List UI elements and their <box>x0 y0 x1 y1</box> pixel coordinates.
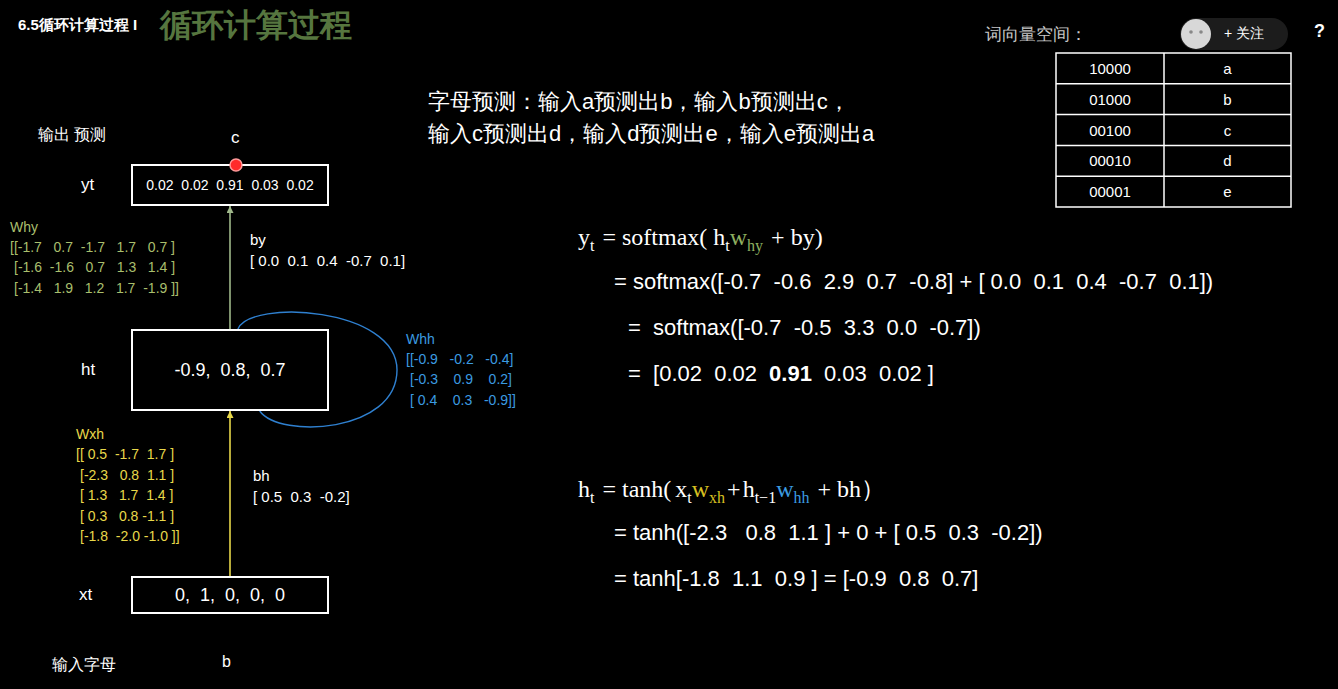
equation-term: = tanh([-2.3 0.8 1.1 ] + 0 + [ 0.5 0.3 -… <box>614 520 1043 545</box>
bias-name: bh <box>253 467 270 485</box>
matrix-row: [-1.4 1.9 1.2 1.7 -1.9 ]] <box>14 280 179 297</box>
help-icon: ? <box>1314 21 1325 43</box>
slide-heading: 循环计算过程 <box>160 6 352 44</box>
flow-arrow <box>229 206 231 329</box>
equation-subscript: t <box>725 237 729 254</box>
equation-term: = tanh( <box>602 476 671 502</box>
equation-line: = [0.02 0.02 0.91 0.03 0.02 ] <box>628 360 934 389</box>
equation-line: = softmax([-0.7 -0.6 2.9 0.7 -0.8] + [ 0… <box>614 268 1213 297</box>
equation-term: 0.03 0.02 ] <box>824 361 934 386</box>
equation-term: + by) <box>771 224 823 250</box>
input-caption: 输入字母 <box>52 655 116 674</box>
equation-term: x <box>675 476 687 502</box>
avatar-eye <box>1199 30 1203 34</box>
equation-line: = softmax([-0.7 -0.5 3.3 0.0 -0.7]) <box>628 314 981 343</box>
equation-subscript: t <box>590 237 594 254</box>
equation-term: + <box>727 476 741 502</box>
table-cell: 01000 <box>1058 86 1162 113</box>
vector-box: xt0, 1, 0, 0, 0 <box>131 576 329 614</box>
equation-term: + bh） <box>817 476 885 502</box>
bias-vector: [ 0.0 0.1 0.4 -0.7 0.1] <box>250 252 405 270</box>
equation-term: = softmax( <box>602 224 707 250</box>
matrix-row: [ 0.4 0.3 -0.9]] <box>410 392 516 409</box>
equation-term: w <box>730 224 747 250</box>
equation-term: = tanh[-1.8 1.1 0.9 ] = [-0.9 0.8 0.7] <box>614 566 978 591</box>
vector-values: -0.9, 0.8, 0.7 <box>174 360 285 381</box>
equation-line: ht= tanh(xtwxh+ht−1whh+ bh） <box>578 474 885 509</box>
weight-name: Wxh <box>76 426 104 443</box>
follow-button: + 关注 <box>1224 25 1264 42</box>
table-cell: 00010 <box>1058 147 1162 174</box>
table-cell: 00001 <box>1058 178 1162 205</box>
equation-term: = softmax([-0.7 -0.5 3.3 0.0 -0.7]) <box>628 315 981 340</box>
weight-name: Whh <box>406 331 435 348</box>
equation-term: w <box>776 476 793 502</box>
matrix-row: [-2.3 0.8 1.1 ] <box>80 467 174 484</box>
matrix-row: [[-0.9 -0.2 -0.4] <box>406 351 513 368</box>
matrix-row: [-1.8 -2.0 -1.0 ]] <box>80 528 180 545</box>
page-title: 6.5循环计算过程 I <box>18 16 137 34</box>
matrix-row: [ 0.3 0.8 -1.1 ] <box>80 508 174 525</box>
bias-name: by <box>250 231 266 249</box>
layer-name: yt <box>81 175 94 195</box>
equation-term: h <box>713 224 725 250</box>
table-cell: e <box>1166 178 1289 205</box>
equation-subscript: hy <box>747 237 763 254</box>
task-note: 输入c预测出d，输入d预测出e，输入e预测出a <box>428 121 874 147</box>
weight-name: Why <box>10 219 38 236</box>
matrix-row: [-1.6 -1.6 0.7 1.3 1.4 ] <box>14 259 175 276</box>
table-cell: 00100 <box>1058 117 1162 144</box>
table-cell: b <box>1166 86 1289 113</box>
task-note: 字母预测：输入a预测出b，输入b预测出c， <box>428 89 850 115</box>
input-letter: b <box>222 652 231 671</box>
equation-term: = softmax([-0.7 -0.6 2.9 0.7 -0.8] + [ 0… <box>614 269 1213 294</box>
equation-subscript: t−1 <box>755 489 776 506</box>
table-cell: 10000 <box>1058 55 1162 82</box>
table-cell: d <box>1166 147 1289 174</box>
equation-line: = tanh[-1.8 1.1 0.9 ] = [-0.9 0.8 0.7] <box>614 565 978 594</box>
equation-line: = tanh([-2.3 0.8 1.1 ] + 0 + [ 0.5 0.3 -… <box>614 519 1043 548</box>
layer-name: ht <box>81 360 95 380</box>
equation-subscript: xh <box>709 489 725 506</box>
table-cell: a <box>1166 55 1289 82</box>
vector-values: 0, 1, 0, 0, 0 <box>175 585 285 606</box>
vector-table-grid <box>1056 53 1291 207</box>
equation-term: = [0.02 0.02 <box>628 361 757 386</box>
equation-term: h <box>578 476 590 502</box>
predicted-letter: c <box>231 128 240 148</box>
table-caption: 词向量空间： <box>985 25 1087 45</box>
avatar <box>1181 19 1211 49</box>
equation-subscript: t <box>590 489 594 506</box>
equation-term: y <box>578 224 590 250</box>
equation-term: 0.91 <box>769 361 812 386</box>
vector-values: 0.02 0.02 0.91 0.03 0.02 <box>146 177 313 193</box>
table-cell: c <box>1166 117 1289 144</box>
equation-term: h <box>743 476 755 502</box>
equation-line: yt= softmax(htwhy+ by) <box>578 222 823 257</box>
matrix-row: [ 1.3 1.7 1.4 ] <box>80 487 173 504</box>
layer-name: xt <box>79 585 92 605</box>
flow-arrow <box>229 411 231 576</box>
equation-subscript: t <box>687 489 691 506</box>
matrix-row: [[-1.7 0.7 -1.7 1.7 0.7 ] <box>10 239 175 256</box>
avatar-eye <box>1189 30 1193 34</box>
output-caption: 输出 预测 <box>38 125 106 144</box>
vector-box: yt0.02 0.02 0.91 0.03 0.02 <box>131 164 329 206</box>
matrix-row: [[ 0.5 -1.7 1.7 ] <box>76 446 174 463</box>
follow-pill <box>1180 18 1288 50</box>
equation-term: w <box>692 476 709 502</box>
matrix-row: [-0.3 0.9 0.2] <box>410 371 512 388</box>
equation-subscript: hh <box>793 489 809 506</box>
vector-box: ht-0.9, 0.8, 0.7 <box>131 329 329 411</box>
bias-vector: [ 0.5 0.3 -0.2] <box>253 488 350 506</box>
